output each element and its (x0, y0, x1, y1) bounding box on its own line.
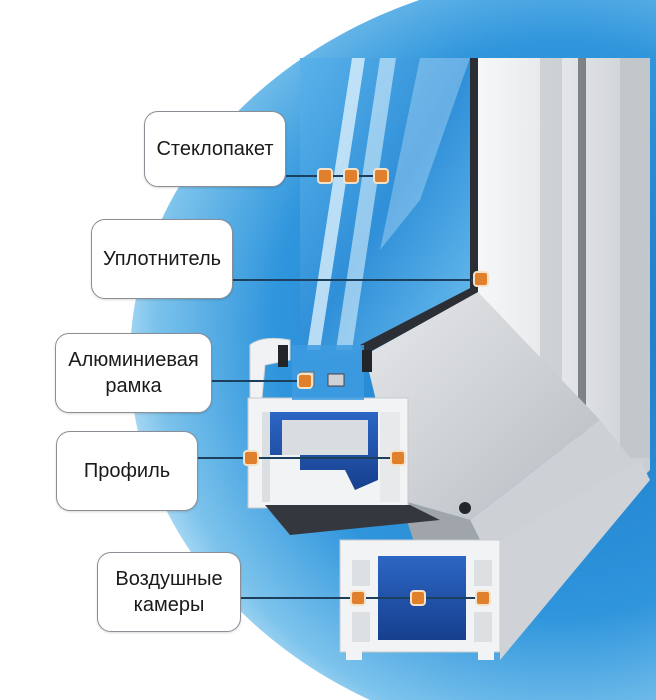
marker-profile-left (243, 450, 259, 466)
marker-air-chamber-3 (475, 590, 491, 606)
label-seal: Уплотнитель (91, 219, 233, 299)
label-aluminum-spacer: Алюминиевая рамка (55, 333, 212, 413)
leader-line-glass-unit (286, 175, 382, 177)
marker-aluminum-spacer (297, 373, 313, 389)
leader-line-seal (233, 279, 479, 281)
label-air-chambers: Воздушные камеры (97, 552, 241, 632)
marker-profile-right (390, 450, 406, 466)
marker-glass-pane-2 (343, 168, 359, 184)
marker-air-chamber-2 (410, 590, 426, 606)
label-profile: Профиль (56, 431, 198, 511)
label-profile-text: Профиль (83, 460, 171, 482)
label-glass-unit: Стеклопакет (144, 111, 286, 187)
label-aluminum-spacer-line1: Алюминиевая (68, 349, 199, 371)
label-aluminum-spacer-line2: рамка (105, 375, 162, 397)
label-air-chambers-line1: Воздушные (115, 568, 223, 590)
label-air-chambers-line2: камеры (133, 594, 205, 616)
label-seal-text: Уплотнитель (102, 248, 222, 270)
leader-line-profile (198, 457, 398, 459)
marker-air-chamber-1 (350, 590, 366, 606)
leader-line-aluminum-spacer (212, 380, 302, 382)
label-glass-unit-text: Стеклопакет (156, 138, 274, 160)
marker-glass-pane-3 (373, 168, 389, 184)
marker-glass-pane-1 (317, 168, 333, 184)
marker-seal (473, 271, 489, 287)
